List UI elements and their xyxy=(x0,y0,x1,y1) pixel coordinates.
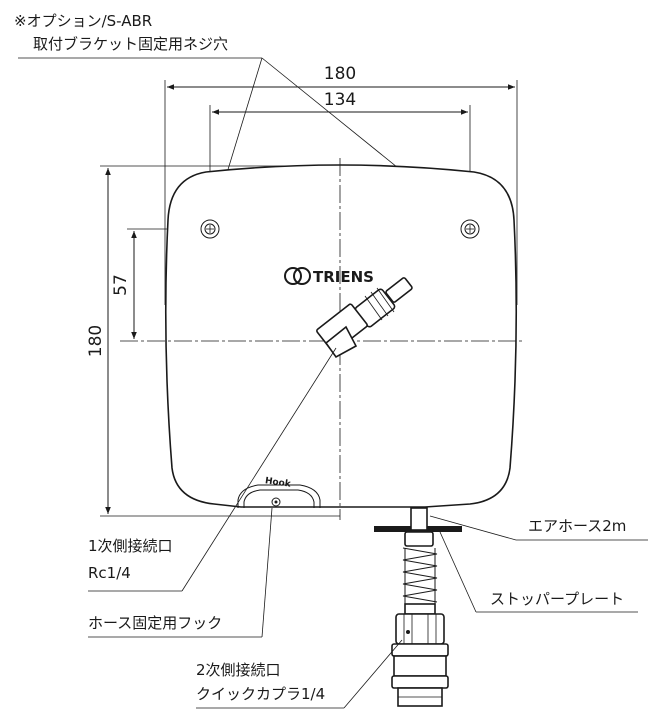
primary-connection-label-line2: Rc1/4 xyxy=(88,564,131,582)
option-note-line2: 取付ブラケット固定用ネジ穴 xyxy=(33,35,228,53)
hook-screw xyxy=(271,497,281,507)
dim-height-outer: 180 xyxy=(86,325,106,357)
hose-hook-leader xyxy=(261,507,273,638)
primary-connection-leader xyxy=(181,347,337,592)
dim-height-center: 57 xyxy=(111,274,131,296)
air-hose-leader xyxy=(429,515,517,541)
secondary-connection-leader xyxy=(343,639,403,709)
primary-fitting xyxy=(316,277,413,359)
brand-logo-text: TRIENS xyxy=(313,268,374,286)
logo-ring-icon xyxy=(284,267,302,285)
quick-coupler xyxy=(391,613,449,707)
dim-width-outer: 180 xyxy=(324,64,356,84)
mounting-hole-right xyxy=(460,219,480,239)
primary-connection-label-line1: 1次側接続口 xyxy=(88,537,173,555)
fitting-barb xyxy=(385,277,413,303)
dim-width-holes: 134 xyxy=(324,90,356,110)
option-note-line1: ※オプション/S-ABR xyxy=(14,12,152,30)
mounting-hole-left xyxy=(200,219,220,239)
stopper-plate-label: ストッパープレート xyxy=(490,590,624,608)
air-hose-label: エアホース2m xyxy=(528,517,626,535)
hose-hook: Hook xyxy=(237,476,321,508)
hose-spring xyxy=(402,547,438,604)
hook-label: Hook xyxy=(264,476,292,490)
secondary-connection-label-line1: 2次側接続口 xyxy=(196,661,281,679)
brand-logo: TRIENS xyxy=(284,267,374,286)
stopper-plate-leader xyxy=(439,531,477,613)
hose-outlet xyxy=(374,507,462,707)
secondary-connection-label-line2: クイックカプラ1/4 xyxy=(196,685,325,703)
hose-hook-label: ホース固定用フック xyxy=(88,614,222,632)
